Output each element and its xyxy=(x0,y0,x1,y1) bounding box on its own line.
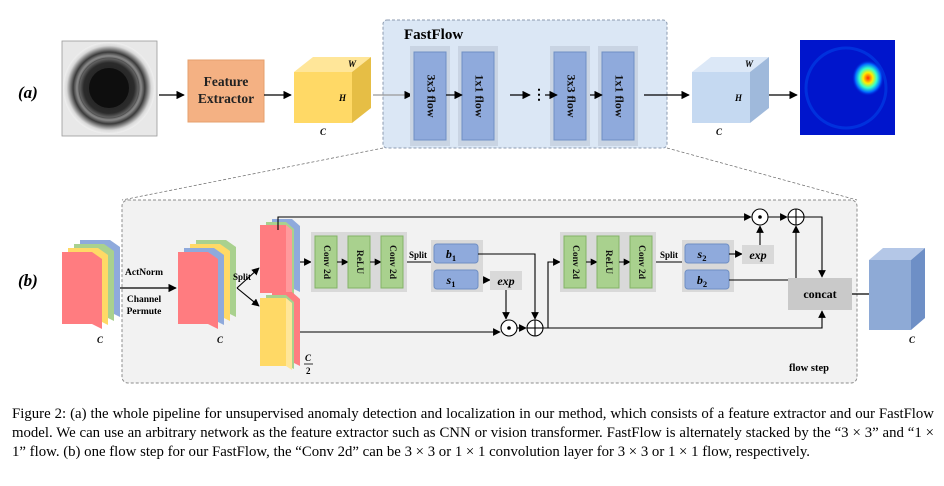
split-label-3: Split xyxy=(660,250,678,260)
conv-block-2: Conv 2d ReLU Conv 2d xyxy=(563,235,653,289)
feature-cube-c: C xyxy=(320,127,327,137)
concat-label: concat xyxy=(803,287,836,301)
flow-block-label: 1x1 flow xyxy=(472,75,486,118)
output-cube xyxy=(692,57,769,123)
feature-cube-h: H xyxy=(338,93,347,103)
flow-step-label: flow step xyxy=(789,363,829,374)
output-cube-c: C xyxy=(716,127,723,137)
s2-box xyxy=(684,243,730,264)
actnorm-label: ActNorm xyxy=(125,268,163,278)
conv-block-1: Conv 2d ReLU Conv 2d xyxy=(314,235,404,289)
input-feature-stack xyxy=(62,240,120,329)
conv-layer-label: ReLU xyxy=(603,250,613,274)
conv-layer xyxy=(629,235,653,289)
conv-layer-label: Conv 2d xyxy=(387,245,397,280)
exp-box-2 xyxy=(742,245,774,264)
half-c-denominator: 2 xyxy=(306,366,311,376)
split-label-1: Split xyxy=(233,272,251,282)
conv-layer-label: Conv 2d xyxy=(636,245,646,280)
s1-label: s1 xyxy=(446,273,456,289)
label-a: (a) xyxy=(18,83,38,102)
b2-label: b2 xyxy=(697,273,707,289)
permuted-feature-stack xyxy=(178,240,236,329)
flow-block xyxy=(413,51,447,141)
output-cube-h: H xyxy=(734,93,743,103)
feature-cube xyxy=(294,57,371,123)
flow-block-label: 1x1 flow xyxy=(612,75,626,118)
input-image xyxy=(61,40,158,137)
conv-layer-label: Conv 2d xyxy=(321,245,331,280)
split-label-2: Split xyxy=(409,250,427,260)
half-c-numerator: C xyxy=(305,353,312,363)
top-half-stack xyxy=(260,219,300,296)
output-cube-w: W xyxy=(745,59,754,69)
feature-extractor-box xyxy=(187,59,265,123)
fastflow-panel xyxy=(382,19,668,149)
input-c-label: C xyxy=(97,335,104,345)
flow-ellipsis: ⋮ xyxy=(532,88,546,103)
output-c-label: C xyxy=(909,335,916,345)
b1-label: b1 xyxy=(446,247,456,263)
s2-label: s2 xyxy=(697,247,707,263)
s1-box xyxy=(433,269,479,290)
conv-layer-label: Conv 2d xyxy=(570,245,580,280)
exp-label-2: exp xyxy=(749,248,766,262)
feature-cube-w: W xyxy=(348,59,357,69)
exp-box-1 xyxy=(490,271,522,290)
label-b: (b) xyxy=(18,271,38,290)
permuted-c-label: C xyxy=(217,335,224,345)
flow-block xyxy=(601,51,635,141)
flow-block-label: 3x3 flow xyxy=(564,75,578,118)
flow-block-label: 3x3 flow xyxy=(424,75,438,118)
fastflow-title: FastFlow xyxy=(404,27,463,43)
concat-box xyxy=(788,278,852,310)
conv-layer-label: ReLU xyxy=(354,250,364,274)
output-cube-b xyxy=(869,248,925,330)
figure-caption: Figure 2: (a) the whole pipeline for uns… xyxy=(12,406,934,460)
conv-layer xyxy=(380,235,404,289)
anomaly-heatmap xyxy=(800,40,895,135)
bottom-half-stack xyxy=(260,292,300,370)
flow-step-panel xyxy=(121,199,858,384)
exp-label-1: exp xyxy=(497,274,514,288)
